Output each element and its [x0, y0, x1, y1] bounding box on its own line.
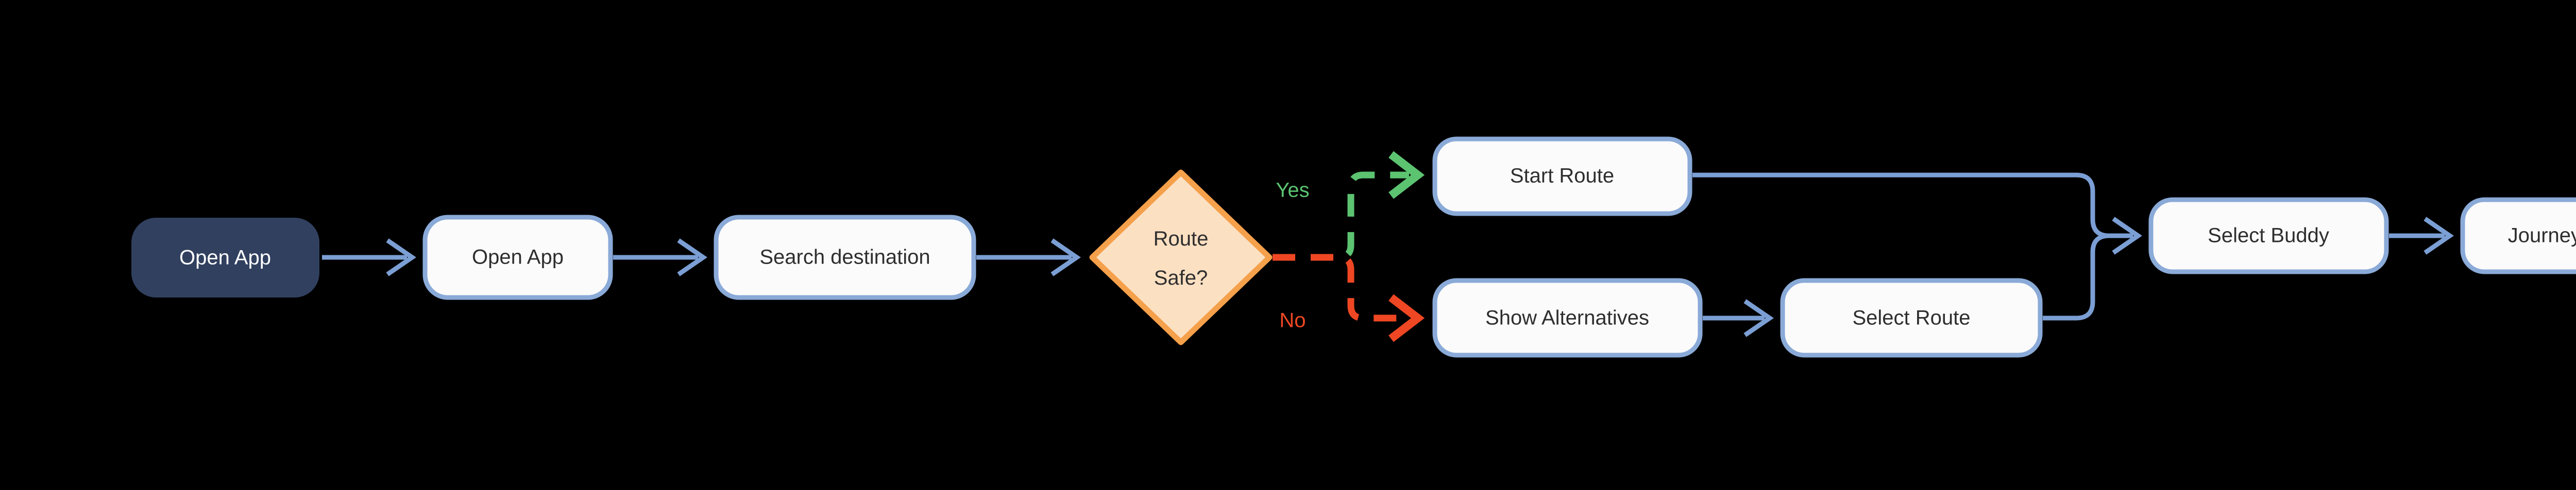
- node-route-safe-label-line-2: Safe?: [1154, 267, 1208, 289]
- node-journey-tracking-label: Journey Tracking: [2508, 224, 2576, 247]
- edge-select-route-to-select-buddy: [2043, 233, 2133, 321]
- node-search-destination-fill[interactable]: [716, 217, 974, 297]
- node-journey-tracking[interactable]: Journey Tracking: [2460, 197, 2576, 274]
- edge-route-safe-no-to-show-alternatives: [1273, 254, 1425, 342]
- edge-route-safe-yes-to-start-route: [1273, 151, 1425, 261]
- node-search-destination-label: Search destination: [759, 246, 930, 269]
- node-open-app-fill[interactable]: [425, 217, 611, 297]
- node-show-alternatives[interactable]: Show Alternatives: [1432, 278, 1703, 358]
- branch-label-no: No: [1279, 309, 1306, 332]
- node-search-destination-border: [714, 215, 976, 300]
- node-open-app[interactable]: Open App: [422, 215, 613, 300]
- edge-search-destination-to-route-safe: [976, 238, 1081, 276]
- node-show-alternatives-fill[interactable]: [1435, 281, 1700, 355]
- edge-open-app-to-search-destination: [613, 238, 707, 276]
- node-open-app-label: Open App: [472, 246, 564, 269]
- node-route-safe-label-line-1: Route: [1154, 227, 1209, 250]
- node-search-destination[interactable]: Search destination: [714, 215, 976, 300]
- node-route-safe-border: [1089, 169, 1273, 345]
- node-show-alternatives-border: [1432, 278, 1703, 358]
- node-route-safe-fill[interactable]: [1092, 172, 1269, 342]
- node-select-route[interactable]: Select Route: [1780, 278, 2043, 358]
- node-select-buddy-label: Select Buddy: [2208, 224, 2329, 247]
- node-open-app-start-label: Open App: [179, 247, 271, 269]
- node-journey-tracking-border: [2460, 197, 2576, 274]
- node-route-safe[interactable]: Route Safe?: [1089, 169, 1273, 345]
- node-select-buddy[interactable]: Select Buddy: [2148, 197, 2389, 274]
- node-start-route-fill[interactable]: [1435, 139, 1690, 214]
- node-start-route[interactable]: Start Route: [1432, 136, 1692, 216]
- edge-show-alternatives-to-select-route: [1703, 299, 1774, 337]
- edge-start-route-to-select-buddy: [1692, 172, 2142, 255]
- node-journey-tracking-fill[interactable]: [2463, 200, 2576, 272]
- node-select-buddy-fill[interactable]: [2151, 200, 2386, 272]
- node-select-buddy-border: [2148, 197, 2389, 274]
- node-start-route-label: Start Route: [1510, 165, 1614, 187]
- edge-select-buddy-to-journey-tracking: [2389, 217, 2454, 255]
- branch-label-yes: Yes: [1276, 179, 1309, 202]
- node-open-app-start-shape[interactable]: [131, 218, 319, 297]
- node-open-app-start[interactable]: Open App: [131, 218, 319, 297]
- node-start-route-border: [1432, 136, 1692, 216]
- node-select-route-label: Select Route: [1852, 307, 1970, 329]
- node-open-app-border: [422, 215, 613, 300]
- node-show-alternatives-label: Show Alternatives: [1485, 307, 1649, 329]
- node-select-route-border: [1780, 278, 2043, 358]
- edge-open-app-start-to-open-app: [322, 238, 416, 276]
- node-select-route-fill[interactable]: [1783, 281, 2040, 355]
